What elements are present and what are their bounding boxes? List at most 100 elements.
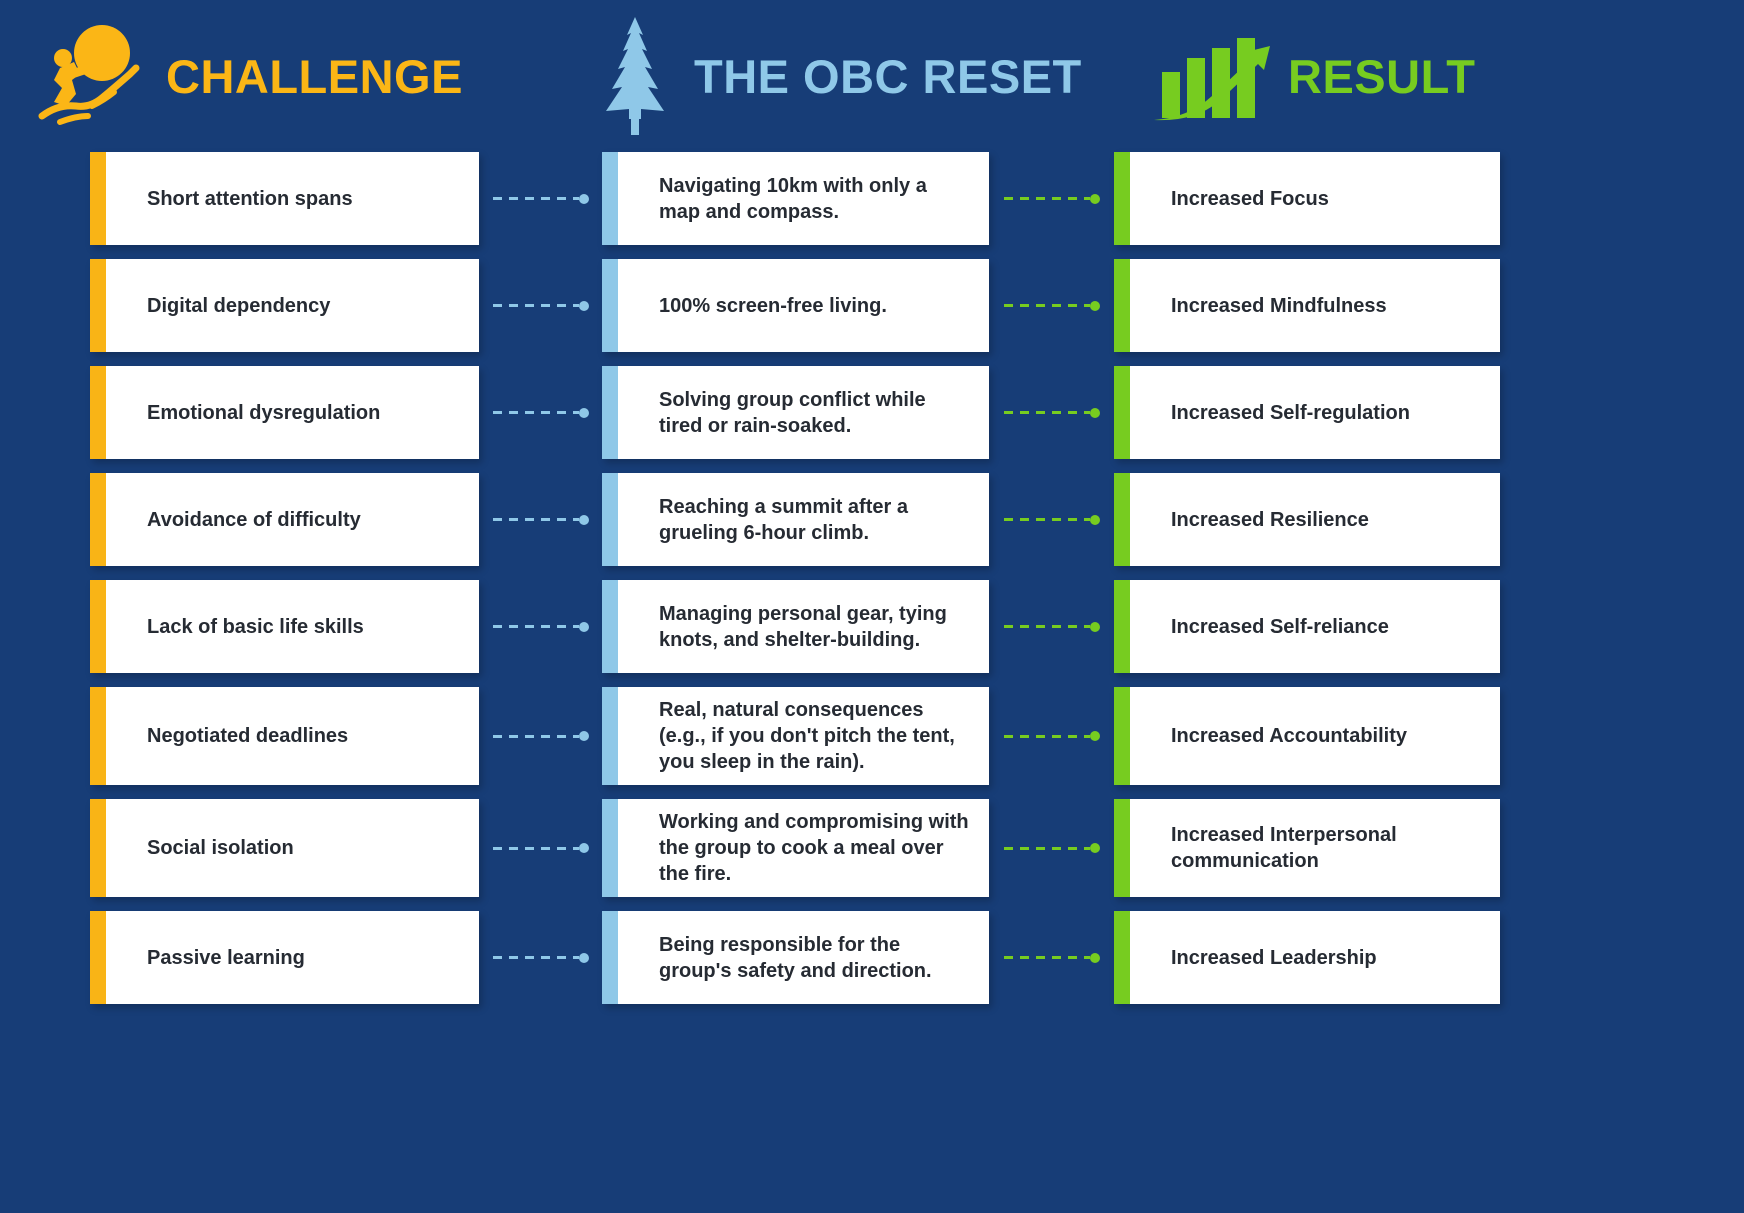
accent-bar-green: [1114, 687, 1130, 785]
accent-bar-blue: [602, 799, 618, 897]
connector-dashes: [1003, 846, 1090, 850]
accent-bar-green: [1114, 152, 1130, 245]
connector-dot: [578, 193, 589, 204]
table-row: Lack of basic life skills Managing perso…: [0, 580, 1744, 673]
result-text: Increased Self-reliance: [1171, 615, 1389, 638]
reset-card[interactable]: Being responsible for the group's safety…: [602, 911, 989, 1004]
result-card[interactable]: Increased Interpersonal communication: [1114, 799, 1500, 897]
reset-text: Being responsible for the group's safety…: [659, 933, 932, 982]
connector-challenge-to-reset: [479, 911, 602, 1004]
reset-card[interactable]: Navigating 10km with only a map and comp…: [602, 152, 989, 245]
accent-bar-amber: [90, 687, 106, 785]
connector-dot: [578, 952, 589, 963]
accent-bar-amber: [90, 152, 106, 245]
challenge-card[interactable]: Avoidance of difficulty: [90, 473, 479, 566]
connector-dot: [578, 407, 589, 418]
result-text: Increased Focus: [1171, 187, 1329, 210]
accent-bar-green: [1114, 473, 1130, 566]
connector-dashes: [1003, 197, 1090, 200]
connector-reset-to-result: [989, 259, 1114, 352]
connector-dashes: [1003, 625, 1090, 628]
dashed-connector-blue-icon: [492, 621, 589, 632]
connector-dashes: [492, 734, 579, 738]
dashed-connector-blue-icon: [492, 193, 589, 204]
result-text: Increased Leadership: [1171, 946, 1377, 969]
connector-dot: [578, 621, 589, 632]
challenge-card[interactable]: Social isolation: [90, 799, 479, 897]
reset-text: Navigating 10km with only a map and comp…: [659, 174, 927, 223]
connector-dashes: [1003, 304, 1090, 307]
reset-card[interactable]: Solving group conflict while tired or ra…: [602, 366, 989, 459]
connector-dot: [1089, 514, 1100, 525]
reset-card[interactable]: Managing personal gear, tying knots, and…: [602, 580, 989, 673]
accent-bar-amber: [90, 799, 106, 897]
connector-challenge-to-reset: [479, 473, 602, 566]
challenge-card[interactable]: Short attention spans: [90, 152, 479, 245]
connector-reset-to-result: [989, 366, 1114, 459]
dashed-connector-green-icon: [1003, 952, 1100, 963]
challenge-card[interactable]: Emotional dysregulation: [90, 366, 479, 459]
header-column-challenge: CHALLENGE: [22, 18, 582, 135]
dashed-connector-blue-icon: [492, 731, 589, 741]
table-row: Negotiated deadlines Real, natural conse…: [0, 687, 1744, 785]
result-card[interactable]: Increased Mindfulness: [1114, 259, 1500, 352]
connector-dashes: [1003, 734, 1090, 738]
accent-bar-blue: [602, 152, 618, 245]
connector-dashes: [492, 304, 579, 307]
dashed-connector-green-icon: [1003, 300, 1100, 311]
connector-dashes: [492, 956, 579, 959]
result-card[interactable]: Increased Self-reliance: [1114, 580, 1500, 673]
accent-bar-green: [1114, 911, 1130, 1004]
table-row: Avoidance of difficulty Reaching a summi…: [0, 473, 1744, 566]
dashed-connector-green-icon: [1003, 843, 1100, 853]
accent-bar-blue: [602, 687, 618, 785]
reset-text: Working and compromising with the group …: [659, 811, 969, 885]
connector-reset-to-result: [989, 799, 1114, 897]
connector-dot: [1089, 731, 1100, 741]
result-card[interactable]: Increased Focus: [1114, 152, 1500, 245]
challenge-card[interactable]: Passive learning: [90, 911, 479, 1004]
table-row: Short attention spans Navigating 10km wi…: [0, 152, 1744, 245]
result-text: Increased Resilience: [1171, 508, 1369, 531]
reset-text: Real, natural consequences (e.g., if you…: [659, 699, 955, 773]
header-row: CHALLENGE THE OBC RESET: [0, 0, 1744, 152]
reset-card[interactable]: Reaching a summit after a grueling 6-hou…: [602, 473, 989, 566]
dashed-connector-blue-icon: [492, 843, 589, 853]
table-row: Passive learning Being responsible for t…: [0, 911, 1744, 1004]
reset-text: 100% screen-free living.: [659, 294, 887, 317]
connector-dashes: [492, 411, 579, 414]
table-row: Social isolation Working and compromisin…: [0, 799, 1744, 897]
header-title-challenge: CHALLENGE: [166, 49, 463, 103]
accent-bar-amber: [90, 580, 106, 673]
reset-card[interactable]: Working and compromising with the group …: [602, 799, 989, 897]
connector-dashes: [1003, 956, 1090, 959]
challenge-card[interactable]: Lack of basic life skills: [90, 580, 479, 673]
result-card[interactable]: Increased Accountability: [1114, 687, 1500, 785]
accent-bar-green: [1114, 799, 1130, 897]
connector-reset-to-result: [989, 473, 1114, 566]
challenge-card[interactable]: Negotiated deadlines: [90, 687, 479, 785]
challenge-text: Negotiated deadlines: [147, 725, 349, 747]
rows-container: Short attention spans Navigating 10km wi…: [0, 152, 1744, 1004]
connector-challenge-to-reset: [479, 152, 602, 245]
result-card[interactable]: Increased Leadership: [1114, 911, 1500, 1004]
challenge-card[interactable]: Digital dependency: [90, 259, 479, 352]
connector-dot: [578, 843, 589, 853]
accent-bar-green: [1114, 580, 1130, 673]
result-card[interactable]: Increased Self-regulation: [1114, 366, 1500, 459]
connector-challenge-to-reset: [479, 366, 602, 459]
accent-bar-green: [1114, 366, 1130, 459]
connector-dot: [1089, 952, 1100, 963]
connector-dot: [1089, 843, 1100, 853]
accent-bar-blue: [602, 473, 618, 566]
result-card[interactable]: Increased Resilience: [1114, 473, 1500, 566]
challenge-text: Avoidance of difficulty: [147, 508, 361, 531]
person-pushing-boulder-uphill-icon: [30, 18, 148, 135]
connector-reset-to-result: [989, 911, 1114, 1004]
reset-text: Managing personal gear, tying knots, and…: [659, 602, 947, 651]
reset-card[interactable]: Real, natural consequences (e.g., if you…: [602, 687, 989, 785]
dashed-connector-green-icon: [1003, 514, 1100, 525]
dashed-connector-green-icon: [1003, 407, 1100, 418]
reset-card[interactable]: 100% screen-free living.: [602, 259, 989, 352]
